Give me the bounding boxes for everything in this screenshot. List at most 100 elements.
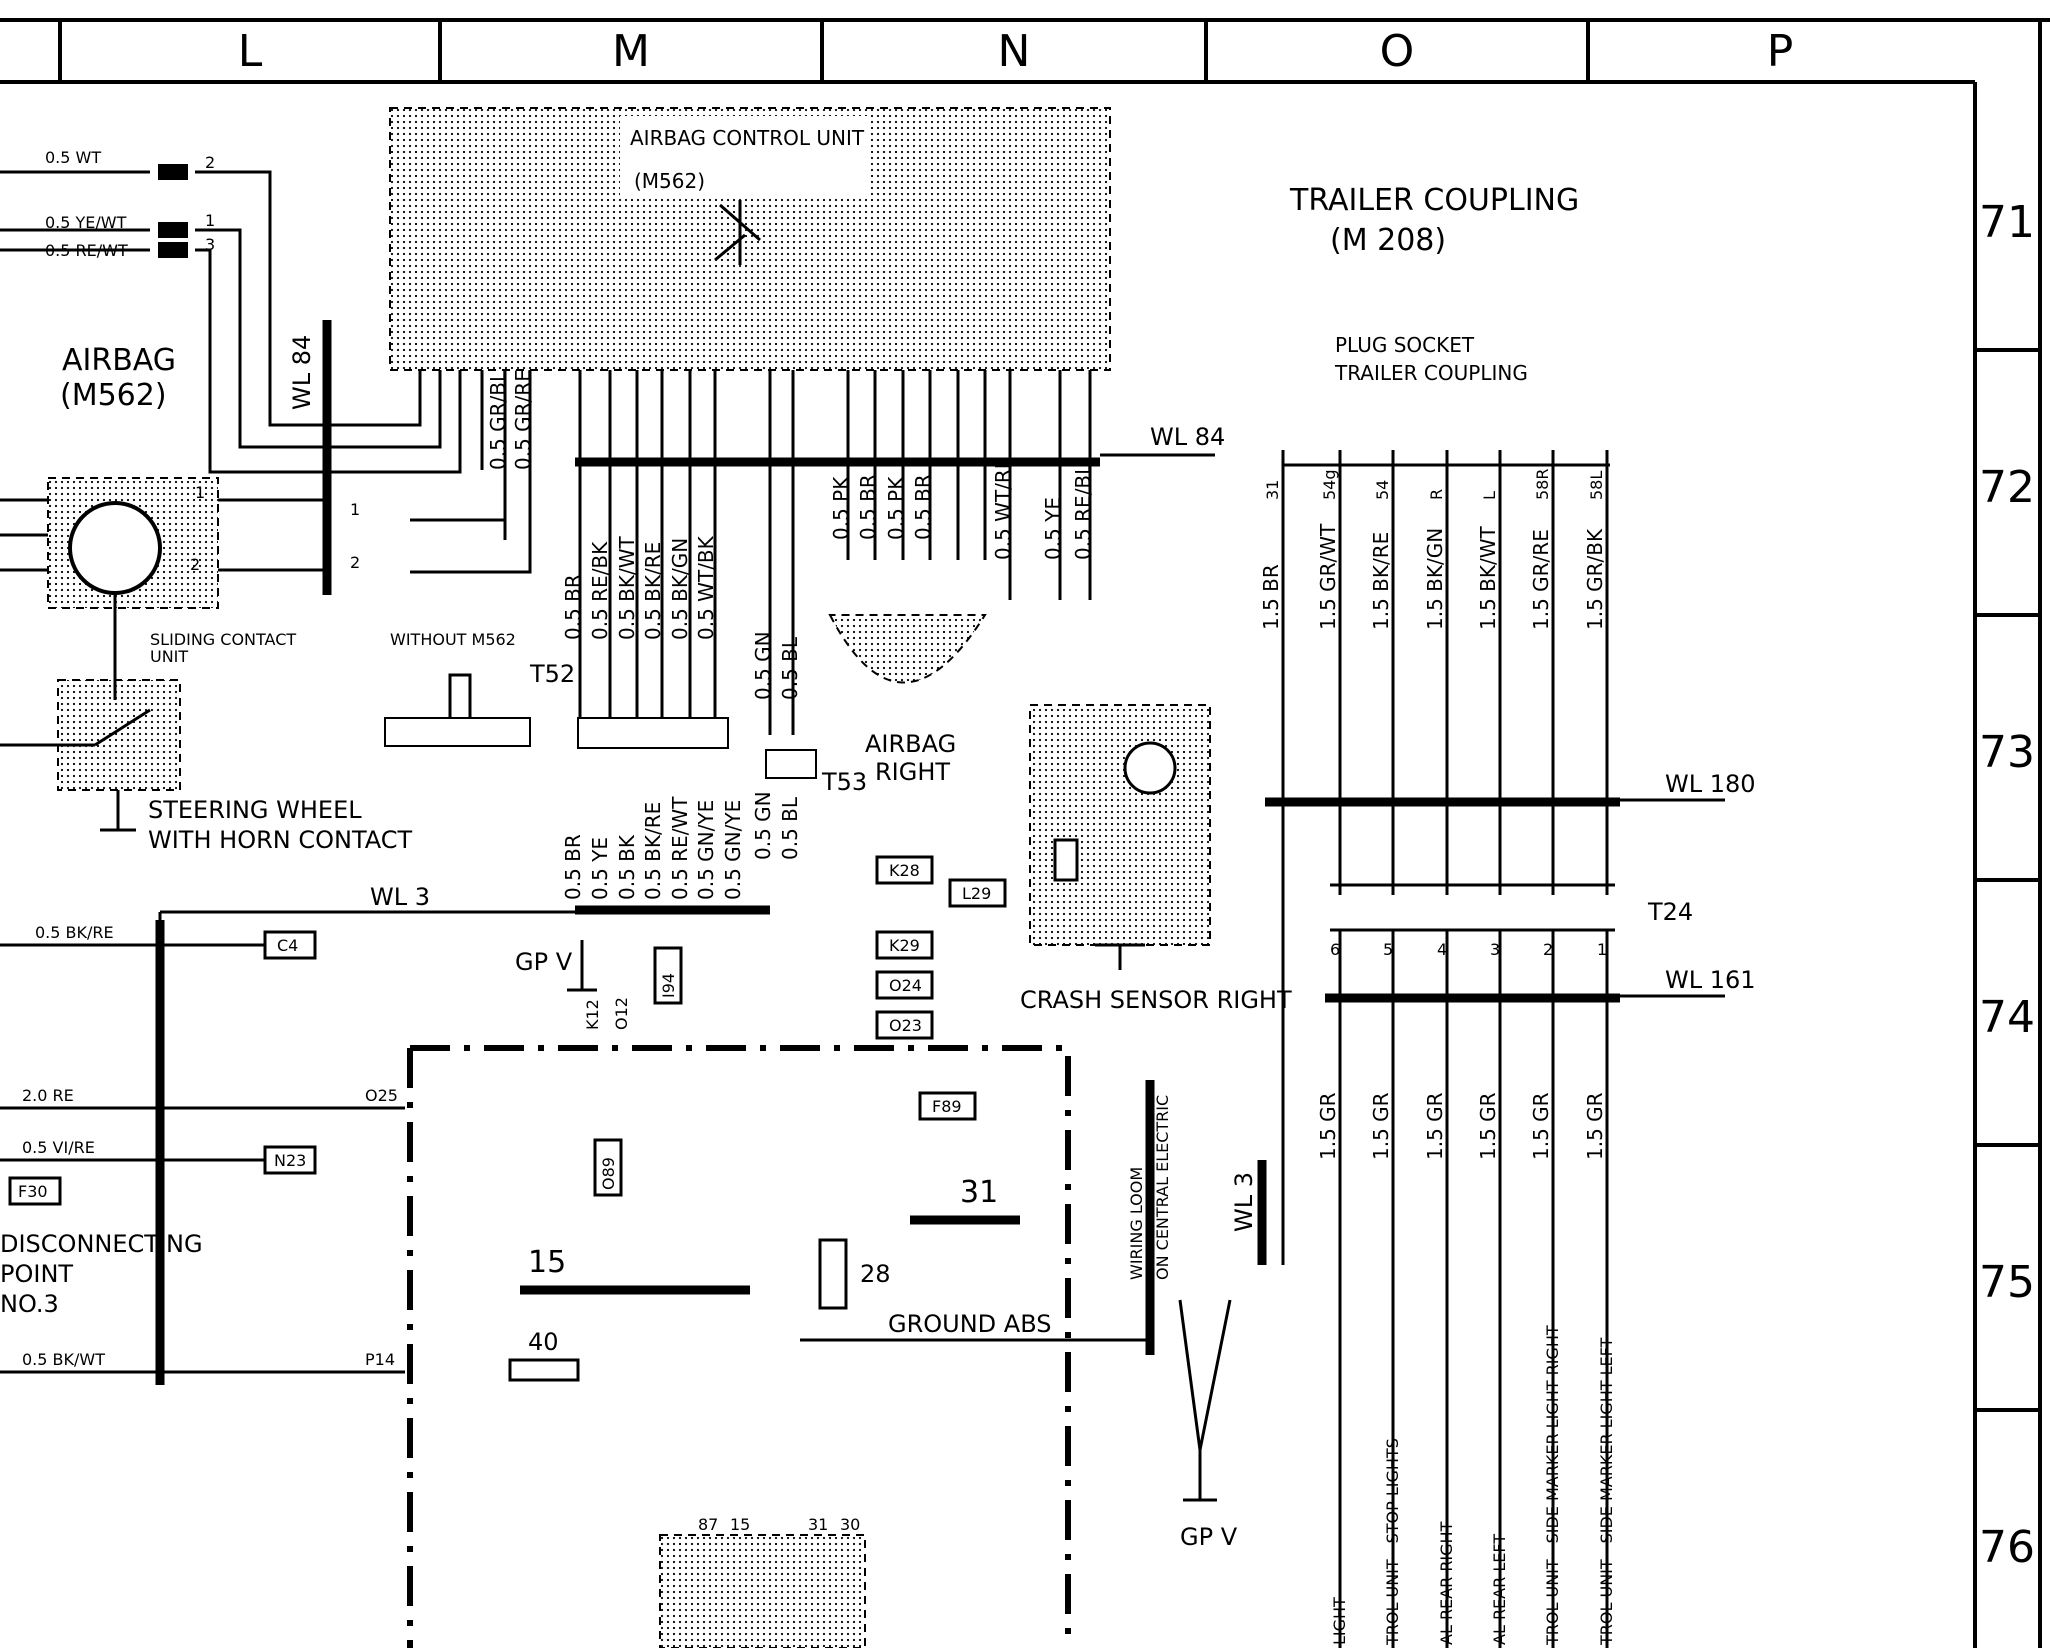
trailer-pin-l: L <box>1480 491 1499 500</box>
ground-point-left: GP V <box>515 940 597 992</box>
trailer-pin-31: 31 <box>1263 480 1282 500</box>
trailer-wire-u3: 1.5 BK/RE <box>1369 532 1393 630</box>
left-airbag-wiring: 0.5 WT 0.5 YE/WT 0.5 RE/WT 2 1 3 0.5 GR/… <box>0 148 535 574</box>
airbag-name: AIRBAG <box>62 343 176 378</box>
without-m562-connector: WITHOUT M562 <box>384 630 531 747</box>
column-label-l: L <box>238 26 263 77</box>
terminal-31b: 31 <box>808 1515 828 1534</box>
reference-boxes: K28 L29 K29 O24 O23 C4 N23 F30 F89 O89 I… <box>8 855 1007 1206</box>
trailer-pin-r: R <box>1427 489 1446 500</box>
ref-f89: F89 <box>932 1097 962 1116</box>
wl3-bus: WL 3 <box>155 883 575 1385</box>
t53-wire-2: 0.5 BL <box>778 636 802 700</box>
wl84-label-left: WL 84 <box>288 335 316 410</box>
column-label-o: O <box>1380 26 1415 77</box>
wl84-label-right: WL 84 <box>1150 423 1225 451</box>
t52-lower-6: 0.5 GN/YE <box>694 800 718 900</box>
trailer-wire-u5: 1.5 BK/WT <box>1476 525 1500 630</box>
trailer-wire-l6: 1.5 GR <box>1583 1092 1607 1160</box>
wire-vi-re: 0.5 VI/RE <box>22 1138 95 1157</box>
column-label-n: N <box>998 26 1031 77</box>
t52-lower-3: 0.5 BK <box>615 834 639 900</box>
trailer-coupling-code: (M 208) <box>1330 223 1446 258</box>
wiring-loom-central: WIRING LOOM ON CENTRAL ELECTRIC WL 3 GP … <box>1127 1080 1267 1551</box>
wl180-bus: WL 180 <box>1265 770 1756 807</box>
trailer-pin-58l: 58L <box>1587 471 1606 500</box>
trailer-coupling-header: TRAILER COUPLING (M 208) PLUG SOCKET TRA… <box>1289 183 1579 385</box>
pin-2b: 2 <box>350 553 360 572</box>
t24-label: T24 <box>1647 898 1693 926</box>
ref-n23: N23 <box>274 1151 306 1170</box>
pin-1b: 1 <box>350 500 360 519</box>
t52-lower-5: 0.5 RE/WT <box>668 796 692 900</box>
t24-pin-4: 4 <box>1437 940 1447 959</box>
t53-lower-1: 0.5 GN <box>751 791 775 860</box>
wiring-loom-line2: ON CENTRAL ELECTRIC <box>1153 1095 1172 1280</box>
steering-line2: WITH HORN CONTACT <box>148 826 412 854</box>
abs-unit-dash-box: K12 O12 15 40 28 31 GROUND ABS 87 15 31 … <box>407 997 1150 1648</box>
t24-pin-5: 5 <box>1383 940 1393 959</box>
pin-1-slide: 1 <box>195 483 205 502</box>
row-label-74: 74 <box>1979 992 2035 1043</box>
t52-wire-6: 0.5 WT/BK <box>694 535 718 640</box>
wire-gr-bl: 0.5 GR/BL <box>486 370 510 470</box>
pin-2-slide: 2 <box>190 555 200 574</box>
disconnecting-point: DISCONNECTING POINT NO.3 <box>0 1230 203 1318</box>
airbag-code: (M562) <box>60 378 167 413</box>
t52-wire-4: 0.5 BK/RE <box>641 542 665 640</box>
column-label-p: P <box>1767 26 1794 77</box>
t24-pin-3: 3 <box>1490 940 1500 959</box>
crash-sensor-label: CRASH SENSOR RIGHT <box>1020 986 1292 1014</box>
wl84-bus: WL 84 WL 84 <box>288 320 1225 595</box>
ref-k28: K28 <box>889 861 920 880</box>
trailer-wire-u6: 1.5 GR/RE <box>1529 529 1553 630</box>
t52-lower-2: 0.5 YE <box>588 837 612 900</box>
t52-lower-7: 0.5 GN/YE <box>721 800 745 900</box>
airbag-left-label: AIRBAG (M562) <box>60 343 176 413</box>
bottom-label-2: TROL UNIT - STOP LIGHTS <box>1383 1438 1402 1646</box>
row-label-73: 73 <box>1979 727 2035 778</box>
trailer-wire-l1: 1.5 GR <box>1316 1092 1340 1160</box>
t53-wire-1: 0.5 GN <box>751 631 775 700</box>
t52-lower-4: 0.5 BK/RE <box>641 802 665 900</box>
steering-line1: STEERING WHEEL <box>148 796 362 824</box>
trailer-wire-l3: 1.5 GR <box>1423 1092 1447 1160</box>
terminal-40: 40 <box>528 1328 559 1356</box>
trailer-wire-u1: 1.5 BR <box>1259 564 1283 630</box>
trailer-wire-l2: 1.5 GR <box>1369 1092 1393 1160</box>
column-header: L M N O P <box>0 18 2050 84</box>
gpv-right: GP V <box>1180 1523 1238 1551</box>
sliding-contact-line1: SLIDING CONTACT <box>150 630 296 649</box>
trailer-lower-wires: 1.5 GR 1.5 GR 1.5 GR 1.5 GR 1.5 GR 1.5 G… <box>1316 930 1609 1648</box>
without-m562-label: WITHOUT M562 <box>390 630 516 649</box>
bottom-label-5: TROL UNIT - SIDE MARKER LIGHT RIGHT <box>1543 1325 1562 1646</box>
disconnecting-line1: DISCONNECTING <box>0 1230 203 1258</box>
wire-bk-re: 0.5 BK/RE <box>35 923 114 942</box>
wire-0-5-re-wt: 0.5 RE/WT <box>45 241 128 260</box>
crash-sensor-wires: 0.5 WT/RE 0.5 YE 0.5 RE/BL <box>991 457 1095 560</box>
pin-o25: O25 <box>365 1086 398 1105</box>
terminal-15: 15 <box>528 1245 566 1280</box>
wl3-right-label: WL 3 <box>1230 1172 1258 1232</box>
t52-upper-wires: 0.5 BR 0.5 RE/BK 0.5 BK/WT 0.5 BK/RE 0.5… <box>561 535 718 640</box>
sliding-contact-line2: UNIT <box>150 647 188 666</box>
t53-label: T53 <box>821 768 867 796</box>
acu-code: (M562) <box>634 169 705 193</box>
t52-wire-1: 0.5 BR <box>561 574 585 640</box>
ar-wire-2: 0.5 BR <box>856 474 880 540</box>
t52-wire-2: 0.5 RE/BK <box>588 541 612 640</box>
bottom-label-6: TROL UNIT - SIDE MARKER LIGHT LEFT <box>1597 1337 1616 1646</box>
trailer-socket: 31 54g 54 R L 58R 58L 1.5 BR 1.5 GR/WT 1… <box>1259 450 1610 1265</box>
crash-sensor-right: CRASH SENSOR RIGHT <box>1020 704 1292 1014</box>
trailer-pin-54g: 54g <box>1320 469 1339 500</box>
wire-0-5-ye-wt: 0.5 YE/WT <box>45 213 127 232</box>
ref-i94: I94 <box>659 973 678 998</box>
trailer-pin-54: 54 <box>1373 480 1392 500</box>
t53-lower-2: 0.5 BL <box>778 796 802 860</box>
row-label-71: 71 <box>1979 197 2035 248</box>
trailer-wire-l4: 1.5 GR <box>1476 1092 1500 1160</box>
terminal-28: 28 <box>860 1260 891 1288</box>
plug-socket-line2: TRAILER COUPLING <box>1334 361 1528 385</box>
acu-name: AIRBAG CONTROL UNIT <box>630 126 865 150</box>
wire-0-5-wt: 0.5 WT <box>45 148 101 167</box>
